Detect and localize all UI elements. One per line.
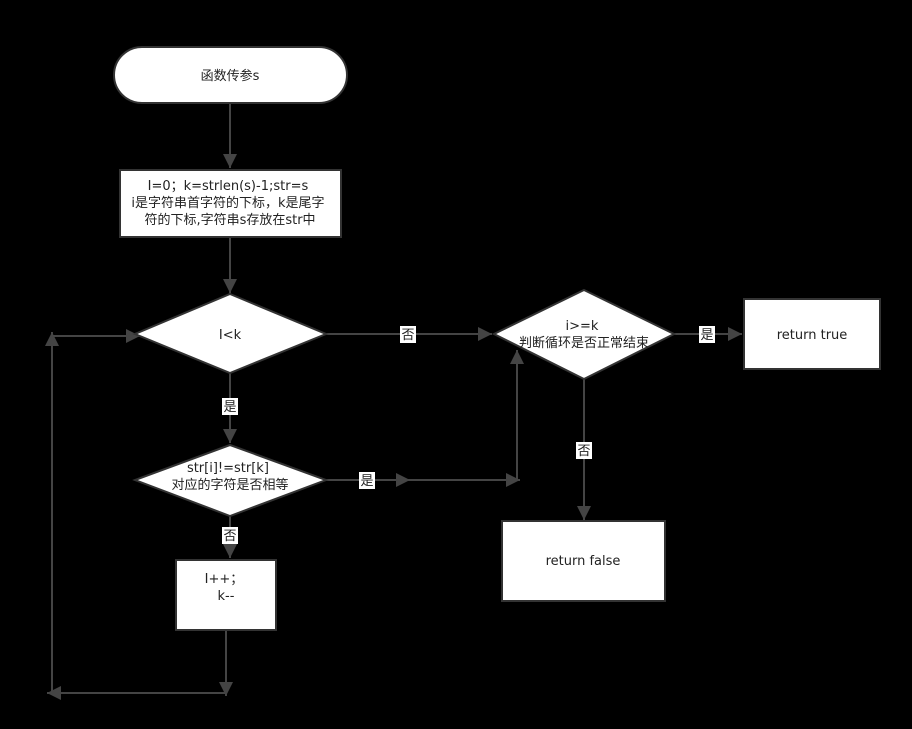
step-box — [175, 559, 277, 631]
cond2-yes-label: 是 — [360, 474, 373, 489]
return-false-box — [501, 520, 666, 602]
cond1-label: I<k — [219, 328, 242, 343]
init-label: I=0；k=strlen(s)-1;str=s i是字符串首字符的下标，k是尾字… — [131, 179, 328, 228]
init-box — [119, 169, 342, 238]
cond3-diamond — [491, 288, 677, 381]
cond1-yes-label: 是 — [223, 400, 236, 415]
cond1-diamond — [132, 292, 329, 375]
cond3-label: i>=k 判断循环是否正常结束 — [519, 319, 649, 351]
cond1-no-label: 否 — [401, 328, 414, 343]
cond2-no-label: 否 — [223, 529, 236, 544]
cond3-no-label: 否 — [577, 444, 590, 459]
start-terminal — [113, 46, 348, 104]
cond2-diamond — [132, 443, 329, 518]
return-true-box — [743, 298, 881, 370]
return-false-label: return false — [546, 554, 621, 569]
cond3-yes-label: 是 — [700, 328, 713, 343]
step-label: I++； k-- — [205, 572, 248, 604]
edge-labels: 否 是 是 否 是 否 — [222, 326, 715, 544]
return-true-label: return true — [777, 328, 848, 343]
start-label: 函数传参s — [201, 68, 260, 84]
cond2-label: str[i]!=str[k] 对应的字符是否相等 — [171, 461, 288, 493]
